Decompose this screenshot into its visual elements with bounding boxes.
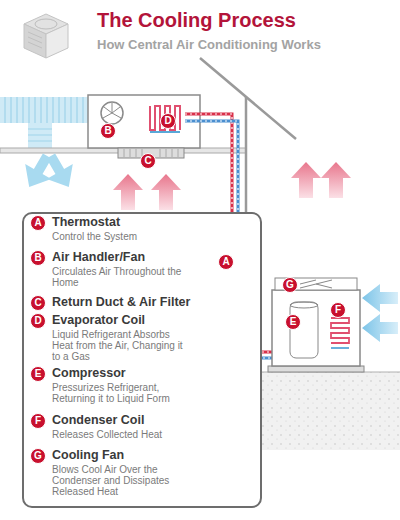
- callout-letter: E: [285, 314, 301, 330]
- callout-text: D: [164, 116, 171, 126]
- callout-text: A: [222, 257, 229, 267]
- callout-text: F: [35, 416, 41, 426]
- blower-fan: [101, 102, 123, 124]
- callout-letter: A: [30, 215, 46, 231]
- condenser-coil: [331, 318, 349, 343]
- air-handler-box: [88, 95, 200, 148]
- heat-release-arrow: [321, 162, 351, 198]
- warm-air-arrow: [151, 174, 181, 210]
- diagram-title: The Cooling Process: [97, 8, 296, 32]
- callout-text: F: [335, 305, 341, 315]
- intake-air-arrow: [362, 314, 398, 342]
- callout-letter: C: [140, 153, 156, 169]
- callout-letter: E: [30, 366, 46, 382]
- component-name: Evaporator Coil: [52, 313, 145, 328]
- component-description: Releases Collected Heat: [52, 429, 192, 440]
- component-name: Condenser Coil: [52, 413, 144, 428]
- cool-air-arrow: [38, 148, 82, 194]
- callout-text: E: [290, 317, 297, 327]
- component-name: Thermostat: [52, 215, 120, 230]
- callout-text: A: [34, 218, 41, 228]
- component-name: Return Duct & Air Filter: [52, 295, 190, 310]
- callout-letter: F: [330, 302, 346, 318]
- callout-text: C: [34, 298, 41, 308]
- component-name: Compressor: [52, 366, 126, 381]
- header-icon: [24, 14, 68, 58]
- callout-text: G: [286, 280, 294, 290]
- callout-letter: G: [282, 277, 298, 293]
- callout-text: B: [104, 126, 111, 136]
- heat-release-arrow: [291, 162, 321, 198]
- icon-fan: [35, 19, 57, 29]
- component-name: Cooling Fan: [52, 448, 124, 463]
- compressor-body: [290, 302, 318, 358]
- fan-blades: [103, 103, 121, 118]
- callout-letter: F: [30, 413, 46, 429]
- callout-text: G: [34, 451, 42, 461]
- condenser-unit: [268, 278, 364, 372]
- callout-letter: D: [30, 313, 46, 329]
- fan-blades: [300, 280, 332, 288]
- roof-line: [200, 58, 296, 139]
- component-name: Air Handler/Fan: [52, 250, 145, 265]
- component-description: Control the System: [52, 231, 192, 242]
- callout-text: C: [144, 156, 151, 166]
- callout-letter: G: [30, 448, 46, 464]
- component-description: Circulates Air Throughout the Home: [52, 266, 192, 288]
- callout-text: D: [34, 316, 41, 326]
- callout-letter: B: [100, 123, 116, 139]
- component-description: Blows Cool Air Over the Condenser and Di…: [52, 464, 192, 497]
- condenser-cabinet: [272, 290, 360, 366]
- component-description: Liquid Refrigerant Absorbs Heat from the…: [52, 329, 192, 362]
- subtitle: How Central Air Conditioning Works: [97, 37, 321, 53]
- fan-shroud: [275, 278, 357, 290]
- condenser-pad: [268, 366, 364, 372]
- air-handler: [88, 95, 200, 148]
- callout-text: E: [35, 369, 42, 379]
- component-description: Pressurizes Refrigerant, Returning it to…: [52, 382, 192, 404]
- callout-letter: B: [30, 250, 46, 266]
- supply-duct: [0, 97, 90, 148]
- coil-return: [150, 131, 180, 133]
- coil-outlet: [331, 347, 349, 349]
- intake-air-arrow: [362, 284, 398, 312]
- compressor-top: [290, 302, 318, 308]
- callout-letter: A: [218, 254, 234, 270]
- icon-grille: [28, 32, 42, 48]
- callout-text: B: [34, 253, 41, 263]
- evaporator-coil: [150, 106, 180, 130]
- callout-letter: D: [160, 113, 176, 129]
- duct-ribs: [5, 97, 83, 141]
- callout-letter: C: [30, 295, 46, 311]
- warm-air-arrow: [113, 174, 143, 210]
